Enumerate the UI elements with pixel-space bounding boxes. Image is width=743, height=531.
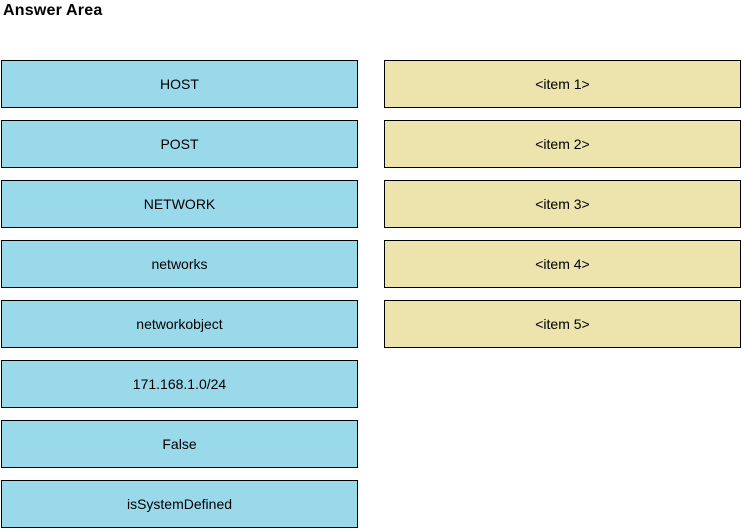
drag-item-label: False	[162, 436, 197, 452]
drag-item-label: networks	[151, 256, 208, 272]
drag-item-label: networkobject	[136, 316, 223, 332]
drag-item-host[interactable]: HOST	[1, 60, 358, 108]
drop-target-label: <item 1>	[535, 76, 590, 92]
drag-item-false[interactable]: False	[1, 420, 358, 468]
drag-item-label: isSystemDefined	[126, 496, 233, 512]
drag-item-label: NETWORK	[143, 196, 216, 212]
drag-item-issystemdefined[interactable]: isSystemDefined	[1, 480, 358, 528]
drop-target-item-3[interactable]: <item 3>	[384, 180, 741, 228]
drop-target-column: <item 1> <item 2> <item 3> <item 4> <ite…	[384, 60, 741, 348]
drag-item-network[interactable]: NETWORK	[1, 180, 358, 228]
drag-item-post[interactable]: POST	[1, 120, 358, 168]
drag-item-networks[interactable]: networks	[1, 240, 358, 288]
drag-item-subnet[interactable]: 171.168.1.0/24	[1, 360, 358, 408]
drop-target-item-2[interactable]: <item 2>	[384, 120, 741, 168]
drop-target-label: <item 3>	[535, 196, 590, 212]
page-title: Answer Area	[3, 2, 103, 19]
drag-item-label: HOST	[160, 76, 199, 92]
drop-target-label: <item 4>	[535, 256, 590, 272]
drop-target-label: <item 5>	[535, 316, 590, 332]
drop-target-item-1[interactable]: <item 1>	[384, 60, 741, 108]
drag-item-label: POST	[160, 136, 199, 152]
drop-target-item-4[interactable]: <item 4>	[384, 240, 741, 288]
drop-target-item-5[interactable]: <item 5>	[384, 300, 741, 348]
drag-item-networkobject[interactable]: networkobject	[1, 300, 358, 348]
drag-item-label: 171.168.1.0/24	[132, 376, 227, 392]
drag-source-column: HOST POST NETWORK networks networkobject…	[1, 60, 358, 528]
drop-target-label: <item 2>	[535, 136, 590, 152]
